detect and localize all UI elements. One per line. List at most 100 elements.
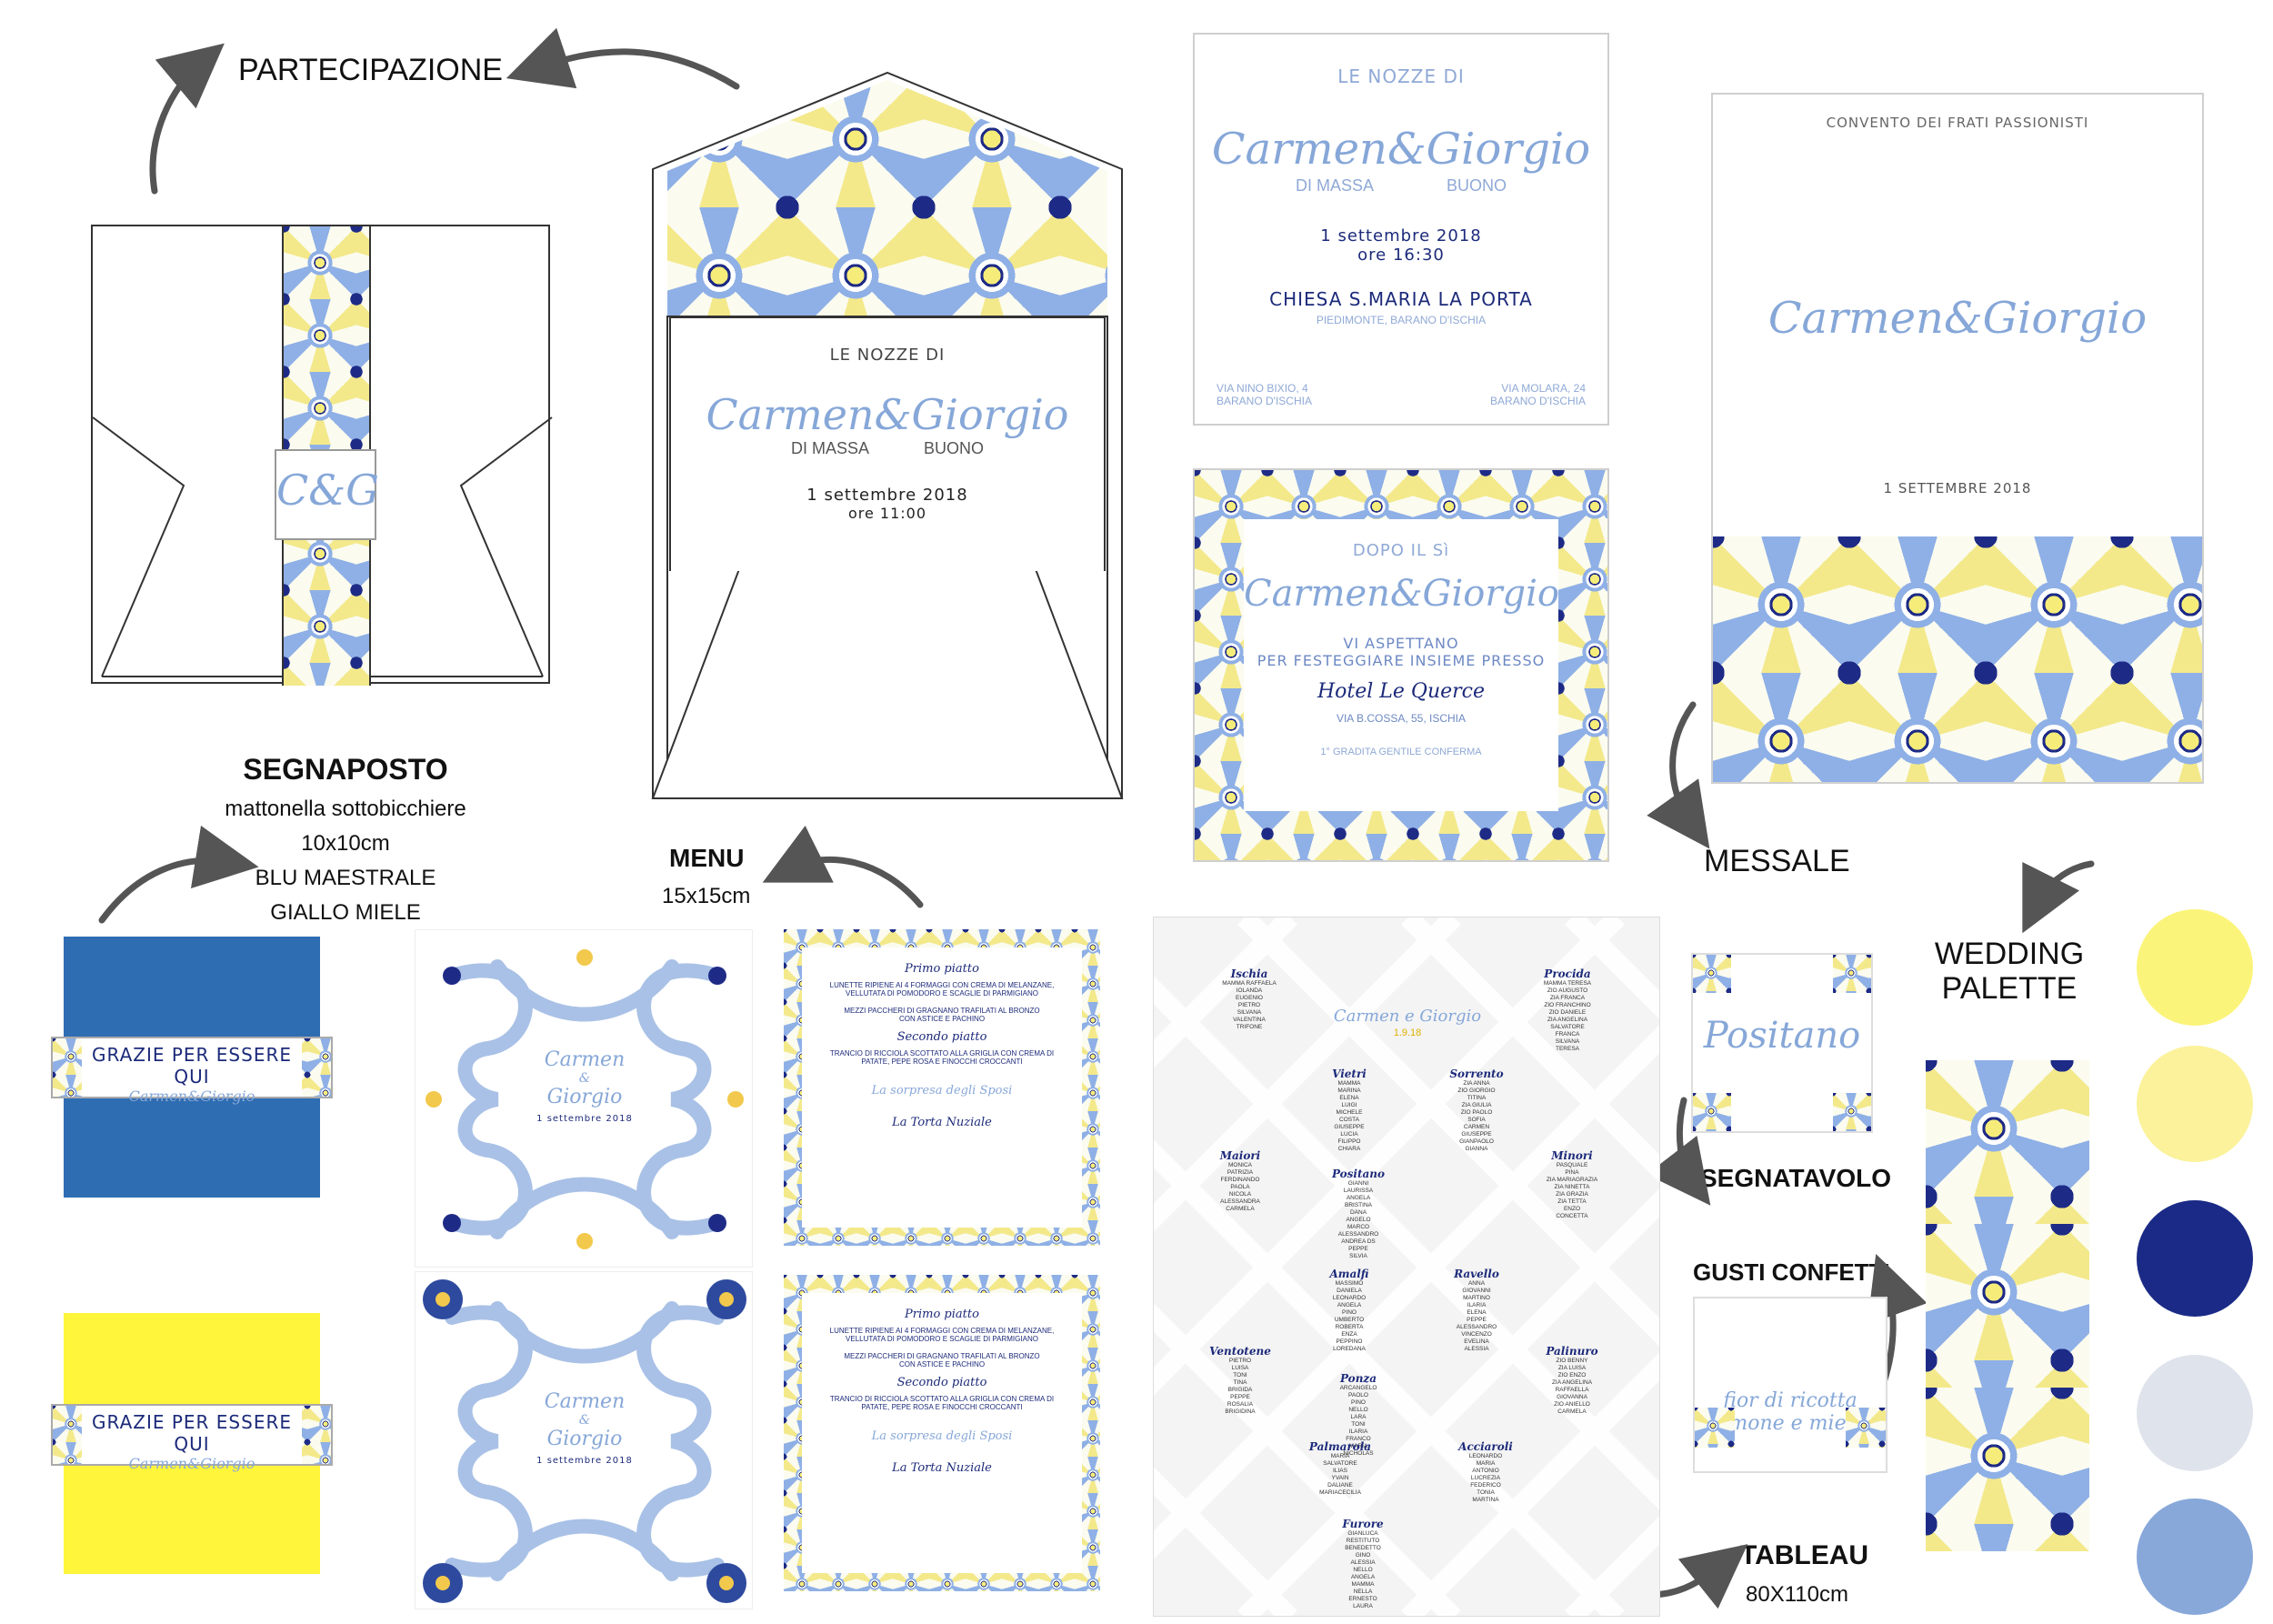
tableau-guest: PEPPE [1348,1246,1368,1252]
tableau-guest: ENZA [1341,1331,1357,1338]
tableau-guest: TINA [1233,1379,1247,1386]
tableau-guest: GIUSEPPE [1334,1124,1365,1130]
tableau-table-name: Palinuro [1546,1345,1598,1358]
tableau-guest: GIOVANNA [1557,1394,1587,1400]
tableau-guest: CARMEN [1463,1124,1490,1130]
confetti-corner-r [1846,1408,1886,1448]
tableau-guest: TONI [1351,1421,1366,1428]
tableau-guest: VALENTINA [1233,1017,1266,1023]
env-time: ore 11:00 [847,505,927,522]
tableau-table-name: Vietri [1332,1068,1367,1080]
tableau-guest: ZIA ANGELINA [1551,1379,1593,1386]
tableau-guest: NELLO [1348,1407,1368,1413]
tableau-guest: LAURA [1353,1603,1373,1609]
menu-back-2-inner: Primo piatto LUNETTE RIPIENE AI 4 FORMAG… [802,1293,1082,1573]
tableau-guest: FILIPPO [1337,1138,1361,1145]
messale-heading: CONVENTO DEI FRATI PASSIONISTI [1826,115,2089,131]
tableau-table-name: Procida [1544,967,1591,980]
tableau-guest: SALVATORE [1550,1024,1585,1030]
tableau-guest: ZIO FRANCHINO [1544,1002,1591,1008]
inv-address-left-2: BARANO D'ISCHIA [1217,395,1312,407]
tableau-guest: PINO [1342,1309,1357,1316]
segnatavolo-corner-br [1833,1093,1871,1131]
tableau-guest: ZIA LUISA [1557,1365,1587,1371]
tableau-guest: MAMMA [1337,1080,1361,1087]
tableau-names: Carmen e Giorgio [1333,1007,1482,1026]
messale-date: 1 SETTEMBRE 2018 [1883,480,2032,496]
inv-surname-left: DI MASSA [1295,176,1374,195]
tableau-guest: FEDERICO [1470,1482,1501,1489]
inv-address-right: VIA MOLARA, 24 BARANO D'ISCHIA [1490,382,1586,407]
inv-address-left: VIA NINO BIXIO, 4 BARANO D'ISCHIA [1217,382,1312,407]
tableau-guest: PINA [1565,1169,1579,1176]
tableau-guest: GIANPAOLO [1459,1138,1494,1145]
tableau-guest: SOFIA [1467,1117,1486,1123]
tableau-guest: ROSALIA [1227,1401,1254,1408]
segnatavolo-corner-tr [1833,955,1871,993]
messale-names: Carmen&Giorgio [1767,293,2148,344]
menu-front-2-name1: Carmen [544,1390,626,1413]
tableau-guest: ARCANGELO [1339,1385,1377,1391]
tableau-guest: MAMMA TERESA [1543,980,1592,987]
tableau-guest: PIETRO [1237,1002,1261,1008]
tableau-guest: MASSIMO [1335,1280,1364,1287]
tableau-table-name: Ponza [1339,1372,1377,1385]
menu-back-1-primo-4: CON ASTICE E PACHINO [898,1015,986,1023]
coaster-yellow-label: GRAZIE PER ESSERE QUI Carmen&Giorgio [82,1406,302,1472]
menu-back-2-primo-3: MEZZI PACCHERI DI GRAGNANO TRAFILATI AL … [844,1352,1040,1360]
palette-swatch-5 [2137,1499,2253,1615]
menu-back-2-sorpresa: La sorpresa degli Sposi [871,1429,1013,1443]
reception-inner: DOPO IL Sì Carmen&Giorgio VI ASPETTANO P… [1244,519,1559,811]
palette-swatch-1 [2137,909,2253,1026]
tableau-guest: PASQUALE [1556,1162,1588,1168]
tableau-guest: TITINA [1467,1095,1487,1101]
tableau-date: 1.9.18 [1393,1028,1422,1038]
label-palette: PALETTE [1941,971,2078,1006]
pocket-envelope: C&G [91,225,553,686]
menu-front-1-scroll [426,949,744,1249]
tableau-guest: ZIA NINETTA [1554,1184,1590,1190]
tableau-table-name: Furore [1342,1518,1384,1530]
inv-church: CHIESA S.MARIA LA PORTA [1269,288,1533,310]
palette-swatch-2 [2137,1046,2253,1162]
tableau-guest: EUGENIO [1236,995,1263,1001]
label-partecipazione: PARTECIPAZIONE [238,53,503,87]
tableau-guest: CARMELA [1557,1408,1587,1415]
messale-booklet: CONVENTO DEI FRATI PASSIONISTI Carmen&Gi… [1711,93,2204,784]
tableau-guest: SILVANA [1237,1009,1262,1016]
coaster-blue: GRAZIE PER ESSERE QUI Carmen&Giorgio [51,937,333,1198]
tableau-guest: PATRIZIA [1227,1169,1254,1176]
segnatavolo-corner-bl [1693,1093,1731,1131]
tableau-guest: ZIO ENZO [1557,1372,1587,1378]
arrow-partecipazione [149,43,225,195]
tableau-table-name: Amalfi [1329,1268,1369,1280]
tableau-guest: BENEDETTO [1345,1545,1381,1551]
messale-tile-band [1713,536,2202,782]
inv-names: Carmen&Giorgio [1211,124,1591,175]
label-wedding: WEDDING [1934,937,2085,971]
inv-address-left-1: VIA NINO BIXIO, 4 [1217,382,1308,395]
menu-front-1-name2: Giorgio [546,1086,623,1108]
menu-front-2-name2: Giorgio [546,1428,623,1450]
tableau-guest: PINO [1351,1399,1366,1406]
tableau-guest: MARIA [1476,1460,1496,1467]
tableau-guest: MARIA [1348,1443,1368,1449]
tableau-guest: BRIGIDINA [1225,1408,1256,1415]
rec-rsvp: 1° GRADITA GENTILE CONFERMA [1320,747,1482,757]
palette-swatch-4 [2137,1355,2253,1471]
inv-address-right-2: BARANO D'ISCHIA [1490,395,1586,407]
arrow-palette [2022,860,2095,934]
tableau-table-name: Acciaroli [1458,1440,1513,1453]
tableau-guest: MAMMA [1351,1581,1375,1588]
tableau-guest: EVELINA [1464,1338,1489,1345]
tableau-guest: FERDINANDO [1220,1177,1260,1183]
inv-date: 1 settembre 2018 [1320,226,1482,246]
label-color-blue: BLU MAESTRALE [255,866,436,890]
coaster-yellow-names: Carmen&Giorgio [128,1455,255,1472]
